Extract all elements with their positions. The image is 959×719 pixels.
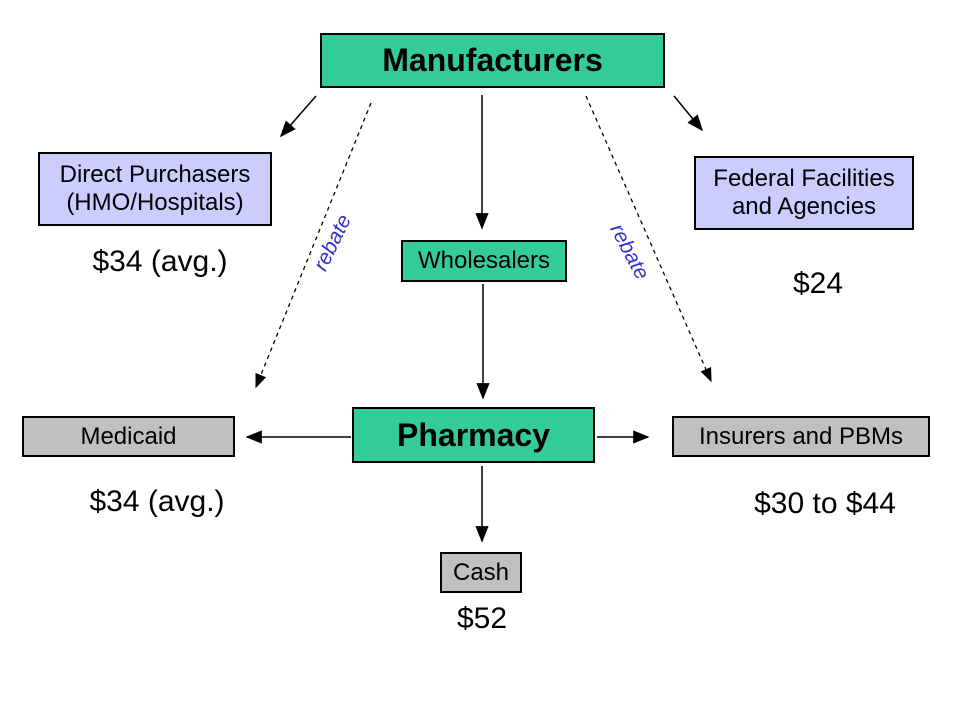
- rebate-dashed-arrow-manufacturers-to-medicaid: [255, 102, 372, 389]
- cash-box: Cash: [440, 552, 522, 593]
- pharmacy-box: Pharmacy: [352, 407, 595, 463]
- federal-facilities-price: $24: [792, 267, 844, 300]
- cash-label: Cash: [452, 558, 510, 586]
- pharmacy-label: Pharmacy: [397, 416, 550, 453]
- insurers-price: $30 to $44: [754, 487, 896, 520]
- direct-purchasers-label-line2: (HMO/Hospitals): [66, 189, 244, 216]
- insurers-label: Insurers and PBMs: [698, 422, 904, 450]
- federal-facilities-box: Federal Facilities and Agencies: [694, 156, 914, 230]
- insurers-box: Insurers and PBMs: [672, 416, 930, 457]
- medicaid-box: Medicaid: [22, 416, 235, 457]
- medicaid-label: Medicaid: [80, 422, 177, 450]
- wholesalers-box: Wholesalers: [401, 240, 567, 282]
- cash-price: $52: [456, 602, 508, 635]
- manufacturers-box: Manufacturers: [320, 33, 665, 88]
- rebate-dashed-arrow-manufacturers-to-insurers: [585, 95, 712, 383]
- wholesalers-label: Wholesalers: [417, 247, 551, 275]
- arrow-manufacturers-to-direct-purchasers: [279, 95, 317, 138]
- federal-facilities-label-line2: and Agencies: [731, 193, 877, 220]
- arrow-manufacturers-to-federal-facilities: [673, 95, 704, 132]
- medicaid-price: $34 (avg.): [89, 485, 225, 518]
- federal-facilities-label-line1: Federal Facilities: [713, 165, 895, 193]
- direct-purchasers-price: $34 (avg.): [92, 245, 228, 278]
- manufacturers-label: Manufacturers: [382, 42, 603, 79]
- direct-purchasers-label-line1: Direct Purchasers: [59, 161, 251, 189]
- direct-purchasers-box: Direct Purchasers (HMO/Hospitals): [38, 152, 272, 226]
